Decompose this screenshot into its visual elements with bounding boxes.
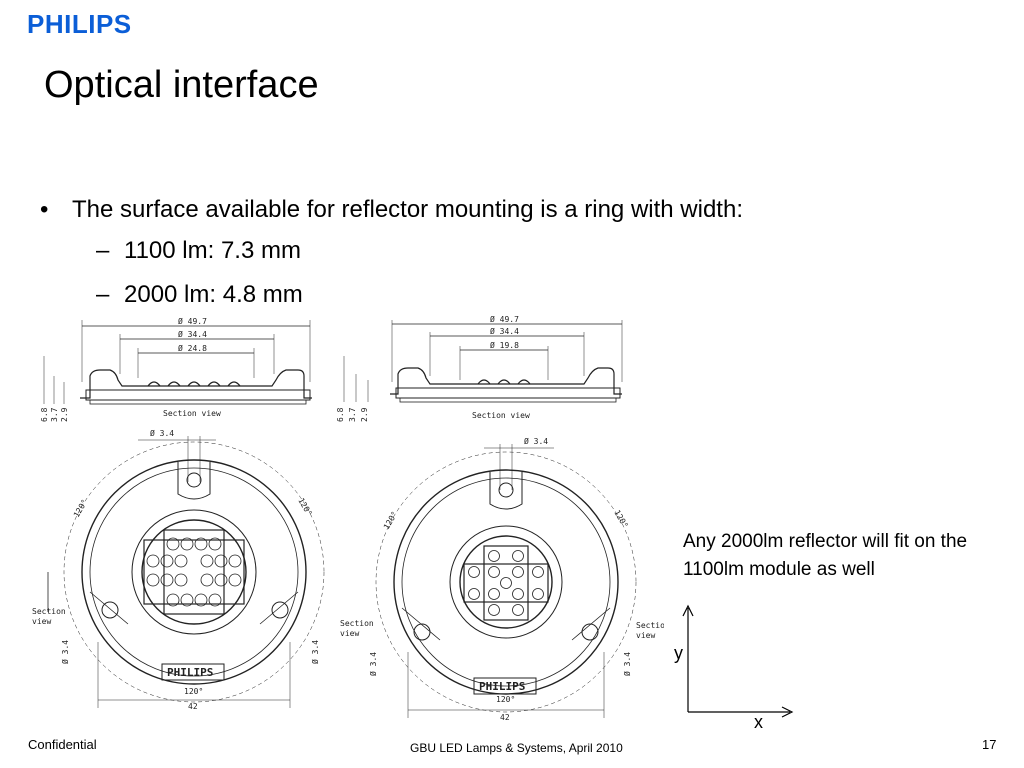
section-view-label: Section <box>32 607 66 616</box>
technical-drawing-1100lm: Ø 49.7 Ø 34.4 Ø 24.8 6.8 3.7 2.9 Section… <box>32 316 325 711</box>
xy-axes-diagram <box>682 604 794 718</box>
angle-label: 120° <box>382 510 399 531</box>
fit-note: Any 2000lm reflector will fit on the 110… <box>683 531 968 580</box>
hole-dim-label: Ø 3.4 <box>524 436 548 446</box>
width-label: 42 <box>500 713 510 722</box>
width-label: 42 <box>188 702 198 711</box>
height-label: 2.9 <box>360 407 369 422</box>
y-axis-arrow-icon <box>682 604 694 617</box>
angle-label: 120° <box>496 695 515 704</box>
height-label: 3.7 <box>348 407 357 422</box>
hole-dim-label: Ø 3.4 <box>622 652 632 676</box>
height-label: 3.7 <box>50 407 59 422</box>
height-label: 2.9 <box>60 407 69 422</box>
section-view-label: Section <box>340 619 374 628</box>
technical-drawing-2000lm: Ø 49.7 Ø 34.4 Ø 19.8 6.8 3.7 2.9 Section… <box>336 316 664 722</box>
embossed-logo: PHILIPS <box>167 666 213 679</box>
y-axis-label: y <box>674 643 683 663</box>
dim-label: Ø 19.8 <box>490 340 519 350</box>
section-view-label: view <box>636 631 655 640</box>
sub-bullet-text: 2000 lm: 4.8 mm <box>124 281 303 308</box>
angle-label: 120° <box>296 497 313 518</box>
philips-logo: PHILIPS <box>27 9 132 39</box>
height-label: 6.8 <box>336 407 345 422</box>
hole-dim-label: Ø 3.4 <box>150 428 174 438</box>
section-view-label: view <box>32 617 51 626</box>
page-number: 17 <box>982 737 997 752</box>
embossed-logo: PHILIPS <box>479 680 525 693</box>
dim-label: Ø 49.7 <box>178 316 207 326</box>
bullet-text: The surface available for reflector moun… <box>72 196 743 223</box>
x-axis-label: x <box>754 712 763 732</box>
hole-dim-label: Ø 3.4 <box>60 640 70 664</box>
hole-dim-label: Ø 3.4 <box>310 640 320 664</box>
dash-icon: – <box>96 237 110 264</box>
section-view-label: view <box>340 629 359 638</box>
bullet-dot-icon: • <box>40 196 49 223</box>
dim-label: Ø 49.7 <box>490 316 519 324</box>
angle-label: 120° <box>184 687 203 696</box>
slide-title: Optical interface <box>44 64 319 106</box>
height-label: 6.8 <box>40 407 49 422</box>
angle-label: 120° <box>72 498 89 519</box>
footer-org: GBU LED Lamps & Systems, April 2010 <box>410 741 623 755</box>
section-view-caption: Section view <box>472 411 530 420</box>
section-view-label: Section <box>636 621 664 630</box>
dim-label: Ø 34.4 <box>490 326 519 336</box>
angle-label: 120° <box>612 509 629 530</box>
hole-dim-label: Ø 3.4 <box>368 652 378 676</box>
dash-icon: – <box>96 281 110 308</box>
sub-bullet-text: 1100 lm: 7.3 mm <box>124 237 301 264</box>
dim-label: Ø 34.4 <box>178 329 207 339</box>
section-view-caption: Section view <box>163 409 221 418</box>
dim-label: Ø 24.8 <box>178 343 207 353</box>
x-axis-arrow-icon <box>781 706 794 718</box>
footer-confidential: Confidential <box>28 737 97 752</box>
